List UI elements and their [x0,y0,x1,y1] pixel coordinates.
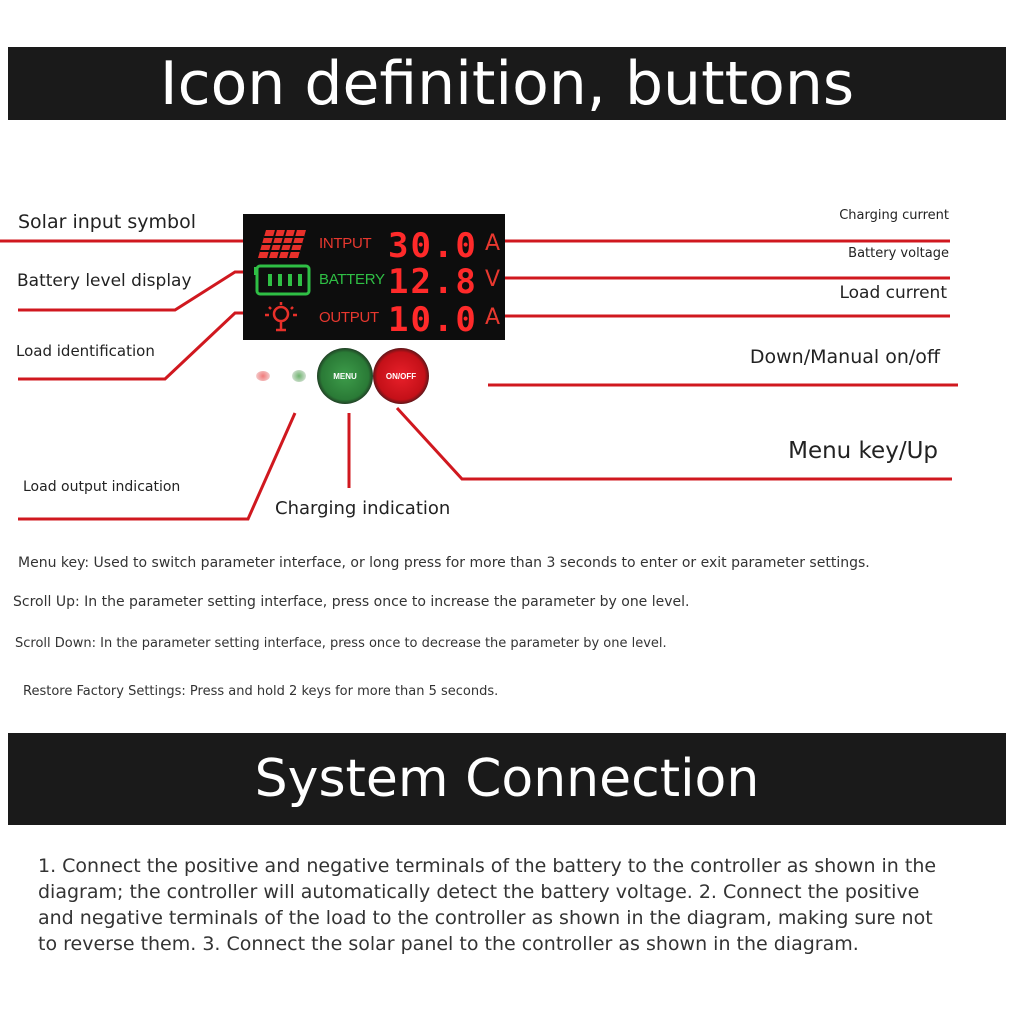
output-value: 10.0 [388,300,478,340]
onoff-button[interactable]: ON/OFF [373,348,429,404]
instruction-scroll-down: Scroll Down: In the parameter setting in… [15,636,667,651]
display-row-input: INTPUT 30.0 A [243,226,505,266]
solar-panel-icon [258,229,306,259]
menu-button[interactable]: MENU [317,348,373,404]
lcd-display: INTPUT 30.0 A BATTERY 12.8 V [243,214,505,340]
label-load-identification: Load identification [16,342,155,360]
label-load-output-indication: Load output indication [23,479,181,495]
load-output-led-icon [256,371,270,381]
label-charging-indication: Charging indication [275,498,451,519]
instruction-menu-key: Menu key: Used to switch parameter inter… [18,555,870,571]
battery-icon [254,264,311,296]
input-unit: A [485,231,501,256]
instruction-factory-reset: Restore Factory Settings: Press and hold… [23,684,499,699]
section-header-icon-definition: Icon definition, buttons [8,47,1006,120]
output-label: OUTPUT [319,309,379,326]
label-solar-input-symbol: Solar input symbol [18,211,196,233]
section-header-system-connection: System Connection [8,733,1006,825]
input-value: 30.0 [388,226,478,266]
label-load-current: Load current [839,283,947,303]
system-connection-text: 1. Connect the positive and negative ter… [38,855,937,955]
instruction-scroll-up: Scroll Up: In the parameter setting inte… [13,594,690,610]
display-row-output: OUTPUT 10.0 A [243,300,505,340]
load-bulb-icon [265,302,297,332]
label-down-manual: Down/Manual on/off [749,346,940,368]
label-charging-current: Charging current [839,208,949,223]
line-load-output [18,412,297,521]
battery-value: 12.8 [388,262,478,302]
label-battery-level-display: Battery level display [17,271,192,291]
menu-button-label: MENU [333,371,357,381]
section-title: System Connection [254,749,760,809]
battery-label: BATTERY [319,271,385,288]
charging-led-icon [292,370,306,382]
line-menu-key-up [395,406,952,481]
output-unit: A [485,305,501,330]
label-battery-voltage: Battery voltage [848,246,949,261]
display-row-battery: BATTERY 12.8 V [243,262,505,302]
label-menu-key-up: Menu key/Up [788,438,938,464]
battery-unit: V [485,267,501,292]
input-label: INTPUT [319,235,372,252]
section-title: Icon definition, buttons [159,48,855,119]
onoff-button-label: ON/OFF [385,371,417,381]
